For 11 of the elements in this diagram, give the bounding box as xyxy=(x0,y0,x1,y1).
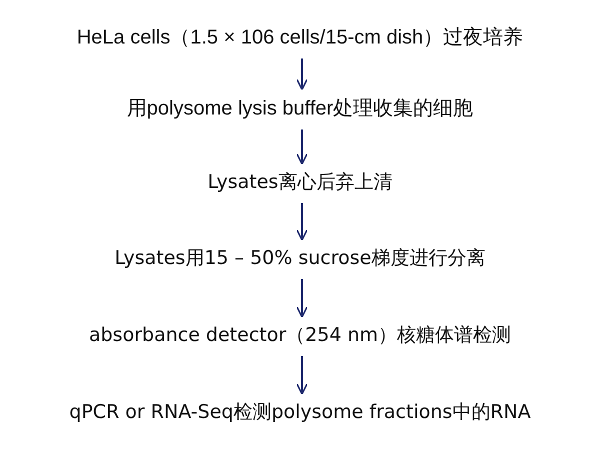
step-text: absorbance detector（254 nm）核糖体谱检测 xyxy=(88,322,512,348)
arrow xyxy=(296,279,308,318)
step-text: Lysates用15 – 50% sucrose梯度进行分离 xyxy=(114,245,486,271)
step-text: HeLa cells（1.5 × 106 cells/15-cm dish）过夜培养 xyxy=(76,24,524,50)
arrow xyxy=(296,58,308,90)
step-text: qPCR or RNA-Seq检测polysome fractions中的RNA xyxy=(69,399,531,425)
step-text: 用polysome lysis buffer处理收集的细胞 xyxy=(126,94,474,122)
arrow xyxy=(296,203,308,241)
step-text: Lysates离心后弃上清 xyxy=(208,169,392,195)
arrow xyxy=(296,130,308,165)
arrow xyxy=(296,356,308,395)
